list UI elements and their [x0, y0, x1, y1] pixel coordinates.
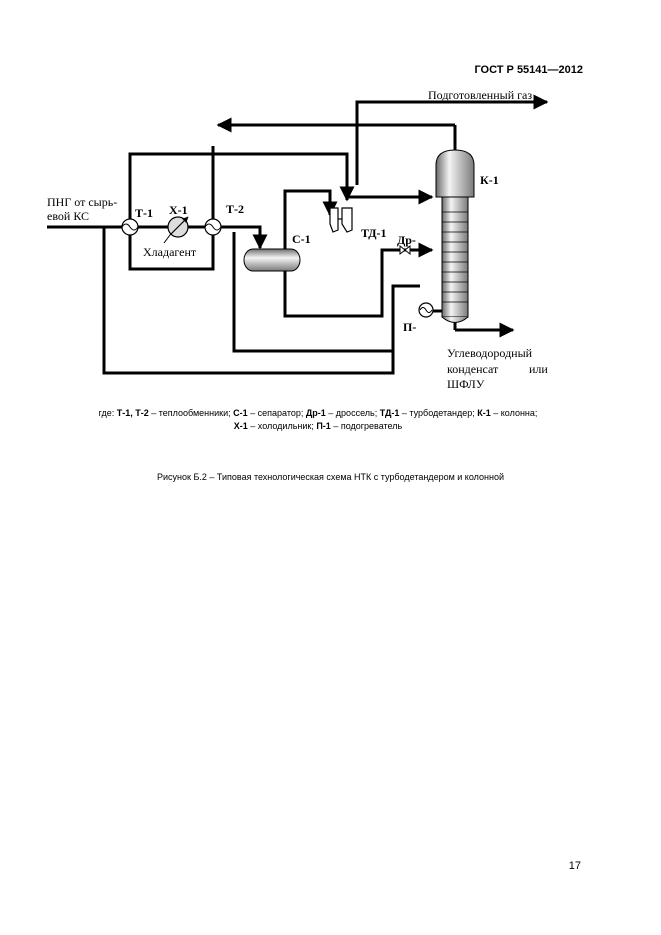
figure-caption: Рисунок Б.2 – Типовая технологическая сх… — [157, 472, 504, 482]
coolant-loop-line — [128, 227, 215, 271]
legend-code: Х-1 — [233, 421, 248, 431]
label-x1: Х-1 — [169, 203, 188, 217]
label-dr: Др- — [397, 233, 416, 247]
label-png-line1: ПНГ от сырь- — [47, 195, 117, 209]
label-t1: Т-1 — [135, 206, 153, 220]
process-flow-diagram: Подготовленный газ К-1 ТД-1 Др- С-1 Т-1 … — [47, 88, 549, 391]
label-c1: С-1 — [292, 232, 311, 246]
label-condensate-line3: ШФЛУ — [447, 377, 485, 391]
label-t2: Т-2 — [226, 202, 244, 216]
legend-prefix: где: — [98, 408, 117, 418]
label-k1: К-1 — [480, 173, 499, 187]
legend-line-1: где: Т-1, Т-2 – теплообменники; С-1 – се… — [58, 407, 578, 420]
label-condensate-line2a: конденсат — [447, 362, 499, 376]
prepared-gas-line — [355, 94, 549, 185]
separator-gas-line — [283, 189, 338, 252]
heat-exchanger-t1 — [121, 218, 139, 236]
cooler-x1 — [163, 216, 189, 244]
page-number: 17 — [568, 860, 581, 872]
label-prepared-gas: Подготовленный газ — [428, 88, 532, 102]
legend-code: С-1 — [233, 408, 248, 418]
legend-text: – турбодетандер; — [399, 408, 478, 418]
legend-code: К-1 — [477, 408, 491, 418]
pipelines — [47, 94, 549, 375]
top-loop-line — [128, 152, 355, 227]
label-td1: ТД-1 — [361, 226, 387, 240]
bottom-loop-line — [102, 227, 420, 375]
separator-c1 — [243, 248, 301, 272]
label-png-line2: евой КС — [47, 209, 89, 223]
throttle-valve — [399, 244, 411, 256]
legend-code: Др-1 — [305, 408, 326, 418]
column-k1 — [435, 149, 475, 323]
legend-line-2: Х-1 – холодильник; П-1 – подогреватель — [58, 420, 578, 433]
separator-liquid-line — [283, 242, 434, 318]
legend-text: – дроссель; — [325, 408, 380, 418]
label-condensate-line2b: или — [529, 362, 548, 376]
heater-p1 — [418, 302, 434, 318]
legend-text: – холодильник; — [247, 421, 317, 431]
legend-text: – сепаратор; — [247, 408, 306, 418]
label-coolant: Хладагент — [143, 245, 197, 259]
t2-return-line — [232, 232, 393, 353]
legend-text: – колонна; — [490, 408, 538, 418]
legend-text: – теплообменники; — [148, 408, 234, 418]
figure-legend: где: Т-1, Т-2 – теплообменники; С-1 – се… — [58, 407, 578, 433]
standard-id: ГОСТ Р 55141—2012 — [474, 64, 583, 76]
legend-code: П-1 — [316, 421, 331, 431]
turboexpander-td1 — [329, 207, 353, 233]
label-condensate-line1: Углеводородный — [447, 346, 533, 360]
legend-code: Т-1, Т-2 — [116, 408, 149, 418]
label-p: П- — [403, 320, 416, 334]
legend-text: – подогреватель — [330, 421, 403, 431]
t2-outlet-line — [213, 225, 268, 250]
legend-code: ТД-1 — [379, 408, 400, 418]
heat-exchanger-t2 — [204, 218, 222, 236]
